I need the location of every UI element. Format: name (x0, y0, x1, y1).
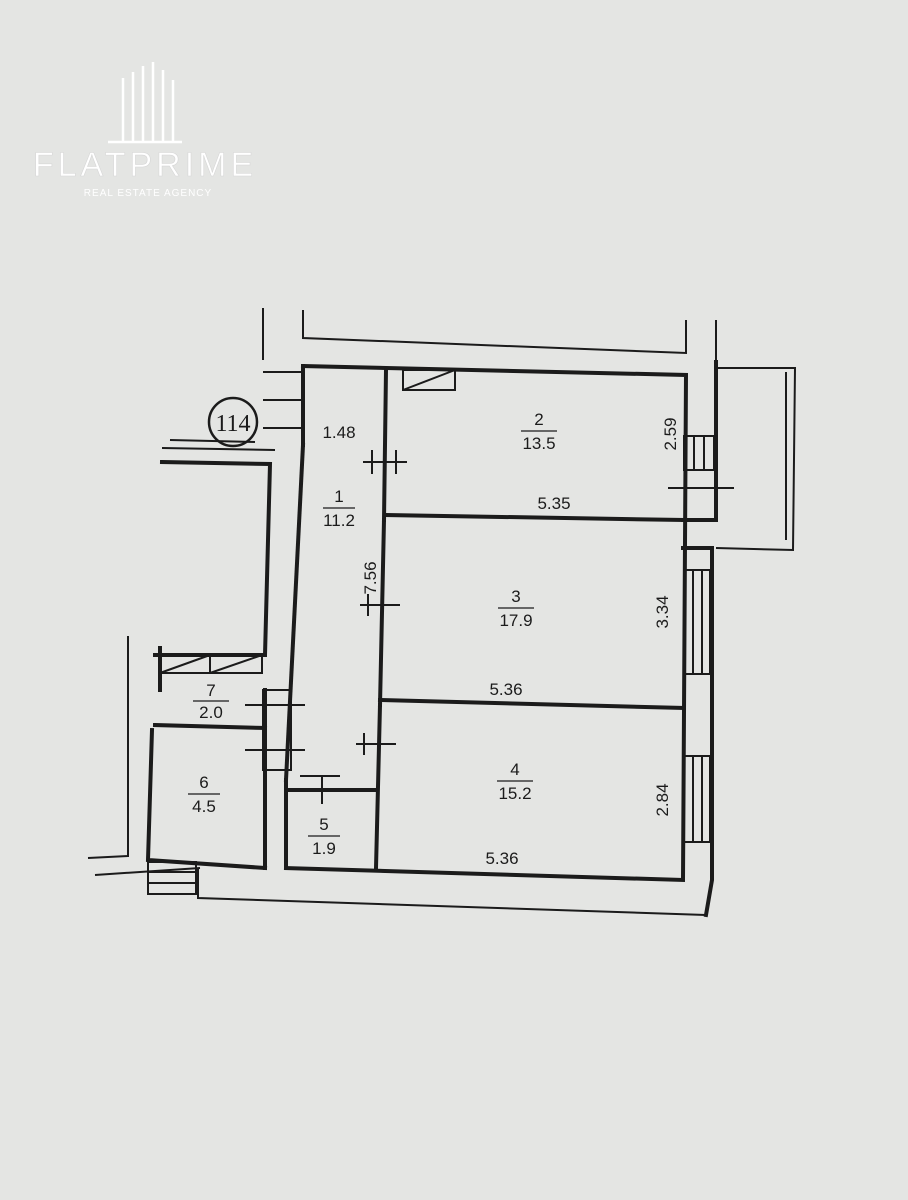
building-logo-icon (108, 62, 182, 144)
dim-corridor-width: 1.48 (322, 423, 355, 442)
flatprime-logo: FLATPRIME REAL ESTATE AGENCY (33, 62, 257, 199)
window-room6 (262, 689, 292, 771)
room-7-label: 7 2.0 (193, 681, 229, 722)
room-5-label: 5 1.9 (308, 815, 340, 858)
room-area: 1.9 (312, 839, 336, 858)
dim-room2-length: 5.35 (537, 494, 570, 513)
dim-corridor-length: 7.56 (361, 561, 380, 594)
window-room3 (683, 569, 711, 675)
window-room4 (683, 755, 711, 843)
door-marks (245, 399, 734, 804)
room-1-label: 1 11.2 (323, 487, 355, 530)
plan-walls (87, 308, 797, 918)
room-number: 6 (199, 773, 208, 792)
dim-room4-length: 5.36 (485, 849, 518, 868)
room-3-label: 3 17.9 (498, 587, 534, 630)
dim-room3-width: 3.34 (653, 595, 672, 628)
room-area: 15.2 (498, 784, 531, 803)
dim-room4-width: 2.84 (653, 783, 672, 816)
room-number: 5 (319, 815, 328, 834)
dim-room3-length: 5.36 (489, 680, 522, 699)
room-2-label: 2 13.5 (521, 410, 557, 453)
room-number: 1 (334, 487, 343, 506)
window-room2 (683, 435, 715, 471)
room-number: 2 (534, 410, 543, 429)
apartment-number: 114 (215, 411, 250, 437)
room-area: 11.2 (323, 511, 355, 530)
dim-room2-width: 2.59 (661, 417, 680, 450)
room-6-label: 6 4.5 (188, 773, 220, 816)
logo-tagline: REAL ESTATE AGENCY (84, 188, 212, 199)
apartment-number-badge: 114 (207, 396, 259, 448)
room-number: 3 (511, 587, 520, 606)
logo-name: FLATPRIME (33, 146, 257, 184)
room-4-label: 4 15.2 (497, 760, 533, 803)
room-area: 2.0 (199, 703, 223, 722)
room-number: 7 (206, 681, 215, 700)
room-area: 17.9 (499, 611, 532, 630)
room-area: 4.5 (192, 797, 216, 816)
room-area: 13.5 (522, 434, 555, 453)
room-number: 4 (510, 760, 519, 779)
